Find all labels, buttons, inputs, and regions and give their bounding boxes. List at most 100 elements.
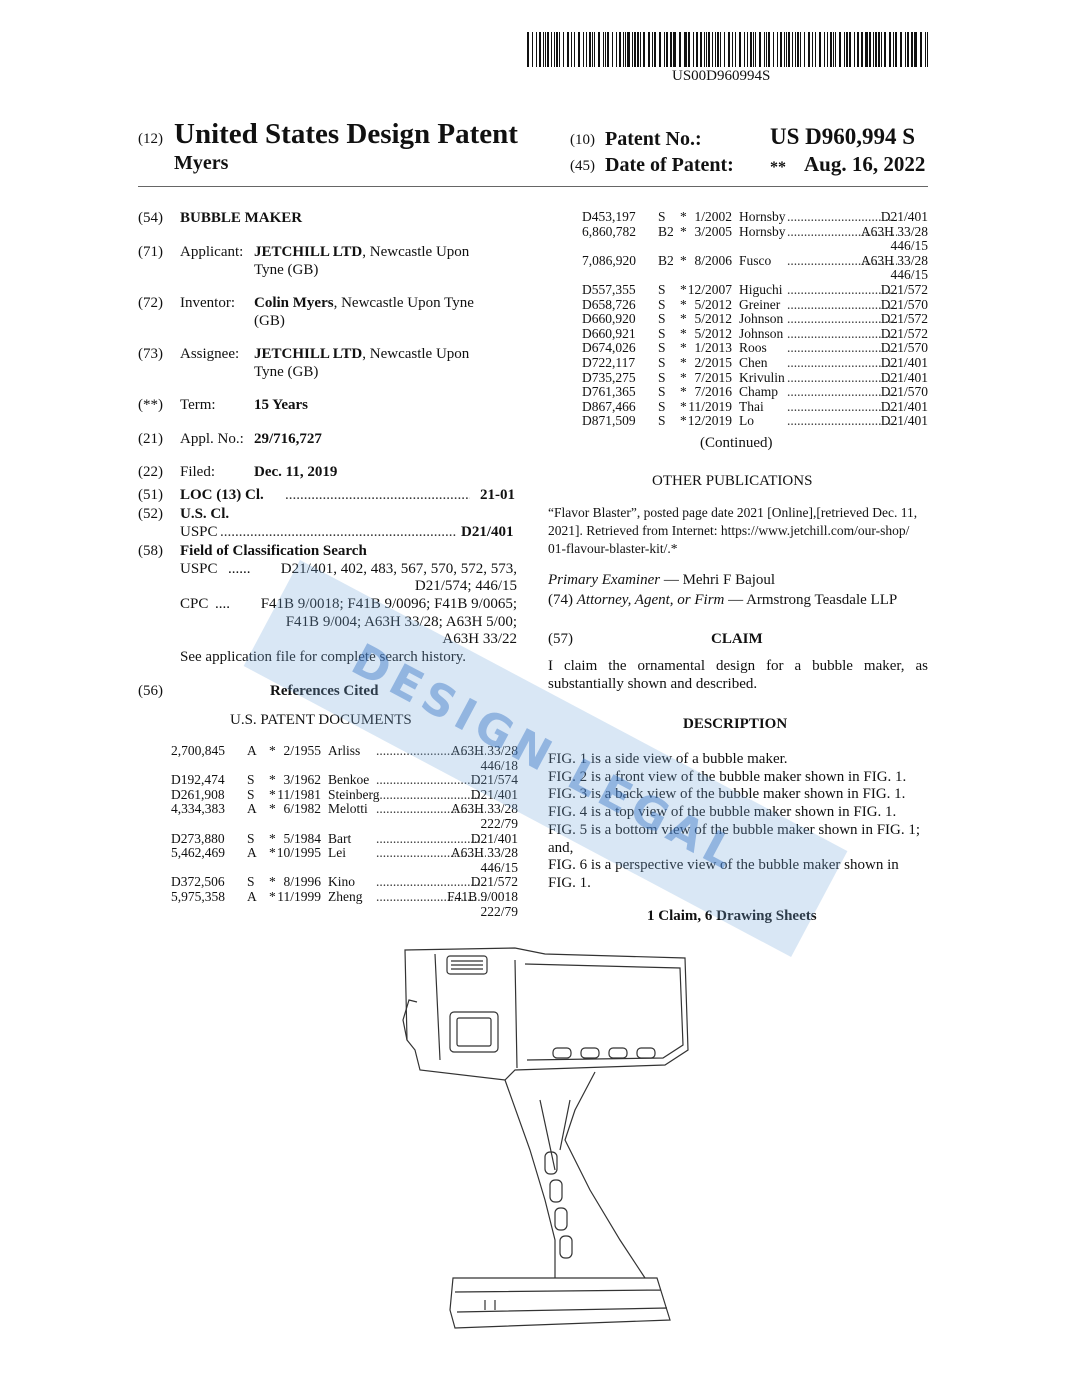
reference-star: * xyxy=(680,398,687,414)
reference-kind: B2 xyxy=(658,223,674,239)
assignee-code: (73) xyxy=(138,346,163,362)
field-cpc-label: CPC xyxy=(180,596,209,612)
patent-number: US D960,994 S xyxy=(770,124,916,149)
see-application-file: See application file for complete search… xyxy=(180,649,467,665)
inventor-code: (72) xyxy=(138,295,163,311)
reference-class: A63H 33/28 xyxy=(447,801,518,818)
applicant-location: , Newcastle Upon xyxy=(362,244,470,260)
reference-class: A63H 33/28 xyxy=(857,223,928,240)
reference-number: D658,726 xyxy=(582,296,636,312)
display-window xyxy=(449,1011,499,1053)
inventor-location-2: (GB) xyxy=(254,313,285,329)
reference-class: A63H 33/28 xyxy=(857,252,928,269)
term-code: (**) xyxy=(138,397,163,413)
description-item: FIG. 3 is a back view of the bubble make… xyxy=(548,786,906,803)
reference-class: D21/572 xyxy=(877,311,928,328)
reference-extra-class: 222/79 xyxy=(480,903,518,919)
uspc-value: D21/401 xyxy=(461,524,514,540)
reference-star: * xyxy=(269,889,276,904)
reference-number: D261,908 xyxy=(171,786,225,802)
field-uspc-2: D21/574; 446/15 xyxy=(414,578,517,594)
field-cpc-3: A63H 33/22 xyxy=(442,631,517,647)
filed-label: Filed: xyxy=(180,464,216,480)
reference-number: D871,509 xyxy=(582,413,636,429)
reference-kind: A xyxy=(247,889,257,904)
uspc-label: USPC xyxy=(180,524,218,540)
reference-number: D761,365 xyxy=(582,384,636,400)
reference-date: 5/2012 xyxy=(694,296,732,312)
applicant-label: Applicant: xyxy=(180,244,244,260)
barcode-text: US00D960994S xyxy=(672,68,771,84)
inventor-label: Inventor: xyxy=(180,295,235,311)
appl-label: Appl. No.: xyxy=(180,431,244,447)
filed-code: (22) xyxy=(138,464,163,480)
claim-code: (57) xyxy=(548,631,573,647)
reference-extra-class: 222/79 xyxy=(480,816,518,831)
description-item: FIG. 2 is a front view of the bubble mak… xyxy=(548,768,907,785)
reference-number: D660,921 xyxy=(582,325,636,341)
field-label: Field of Classification Search xyxy=(180,543,367,559)
examiner-label: Primary Examiner xyxy=(548,572,661,588)
reference-inventor: Hornsby xyxy=(739,223,786,239)
reference-kind: S xyxy=(658,355,666,370)
reference-date: 2/1955 xyxy=(283,743,321,758)
reference-star: * xyxy=(680,252,687,268)
claim-title: CLAIM xyxy=(711,631,763,647)
description-item: FIG. 4 is a top view of the bubble maker… xyxy=(548,804,897,821)
reference-date: 11/1981 xyxy=(277,786,321,802)
filed-date: Dec. 11, 2019 xyxy=(254,464,338,480)
invention-title: BUBBLE MAKER xyxy=(180,210,303,226)
field-uspc-label: USPC xyxy=(180,561,218,577)
reference-class: D21/572 xyxy=(877,282,928,298)
date-label: Date of Patent: xyxy=(605,154,734,176)
reference-kind: S xyxy=(658,384,666,400)
reference-date: 5/2012 xyxy=(694,325,732,341)
reference-kind: S xyxy=(658,282,666,297)
reference-inventor: Bart xyxy=(328,830,352,846)
other-publications-title: OTHER PUBLICATIONS xyxy=(652,473,813,489)
reference-number: 4,334,383 xyxy=(171,801,225,817)
reference-class: D21/401 xyxy=(877,355,928,371)
reference-number: D192,474 xyxy=(171,772,225,788)
description-item: FIG. 6 is a perspective view of the bubb… xyxy=(548,857,899,891)
applicant-line: JETCHILL LTD, Newcastle Upon xyxy=(254,244,469,261)
reference-kind: S xyxy=(658,340,666,356)
reference-star: * xyxy=(680,296,687,312)
reference-date: 8/1996 xyxy=(283,874,321,890)
reference-inventor: Arliss xyxy=(328,743,361,758)
reference-class: F41B 9/0018 xyxy=(444,889,518,905)
reference-date: 7/2015 xyxy=(694,369,732,385)
loc-value: 21-01 xyxy=(480,487,515,503)
reference-inventor: Higuchi xyxy=(739,282,783,297)
reference-number: 6,860,782 xyxy=(582,223,636,239)
base xyxy=(449,1277,671,1329)
reference-class: D21/574 xyxy=(467,772,518,789)
date-mark: ** xyxy=(770,159,786,176)
patent-no-label: Patent No.: xyxy=(605,128,702,150)
reference-number: D453,197 xyxy=(582,209,636,224)
reference-inventor: Chen xyxy=(739,355,768,370)
reference-kind: S xyxy=(658,398,666,414)
uscl-label: U.S. Cl. xyxy=(180,506,230,522)
assignee-name: JETCHILL LTD xyxy=(254,346,363,362)
claims-summary: 1 Claim, 6 Drawing Sheets xyxy=(647,908,817,924)
reference-star: * xyxy=(269,801,276,817)
description-item: FIG. 5 is a bottom view of the bubble ma… xyxy=(548,821,921,856)
trigger xyxy=(402,999,418,1041)
uscl-code: (52) xyxy=(138,506,163,522)
reference-kind: S xyxy=(247,874,255,890)
reference-extra-class: 446/15 xyxy=(890,267,928,283)
reference-class: A63H 33/28 xyxy=(447,845,518,862)
reference-kind: S xyxy=(658,369,666,385)
